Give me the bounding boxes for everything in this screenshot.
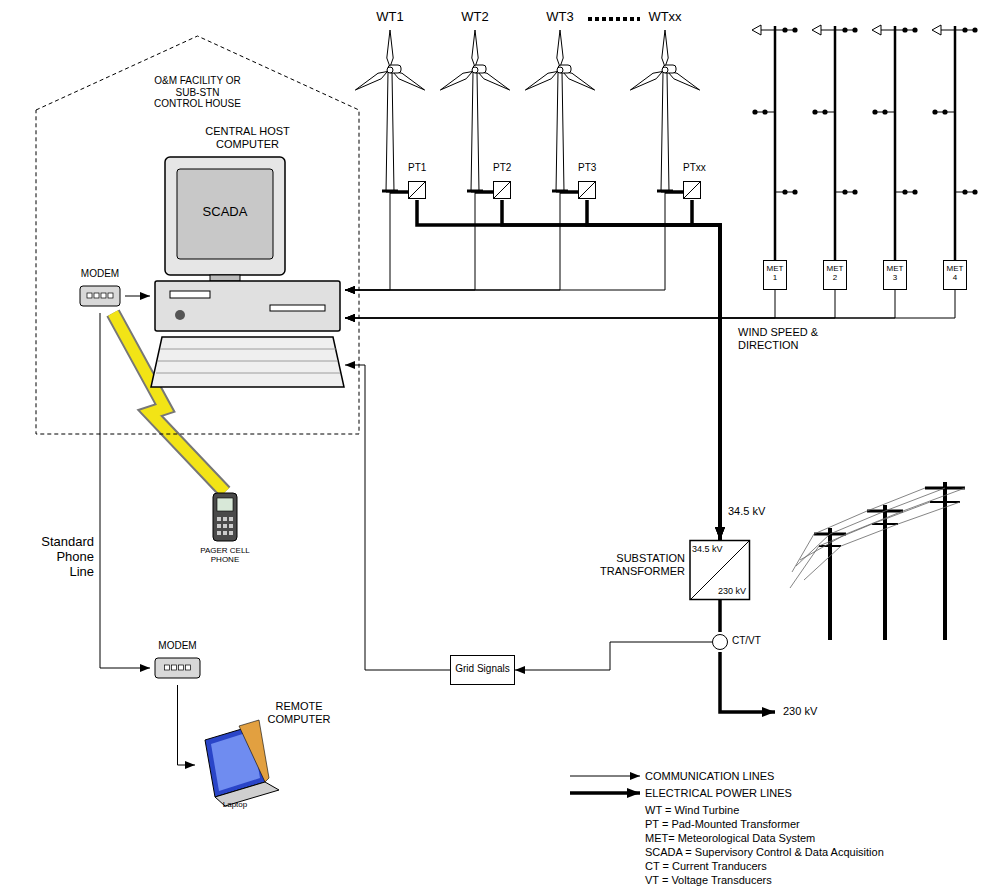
ct-circle [713,635,728,650]
node-label: O&M FACILITY OR SUB-STN CONTROL HOUSE [153,75,242,110]
pad-transformer: PT1 [408,162,438,200]
met-box-art [884,261,907,290]
node-label: WTxx [620,10,710,25]
legend-samples [570,776,640,793]
box-outline [451,656,515,685]
control-house: O&M FACILITY OR SUB-STN CONTROL HOUSE CEN… [35,35,360,435]
communication-line [515,642,712,670]
house-outline [36,36,359,434]
node-label: PT3 [578,162,608,174]
pad-transformer: PTxx [683,162,713,200]
node-label: PTxx [683,162,713,174]
communication-line [345,192,560,290]
host-computer: CENTRAL HOST COMPUTER SCADA [150,125,345,390]
transmission-poles [790,482,965,640]
modem-art [155,658,200,678]
node-label: Grid Signals [450,663,515,675]
transformer-box-art [690,540,750,600]
transformer-art [409,182,426,199]
transformer-art [684,182,701,199]
node-label: MET 2 [826,264,844,282]
grid-signals-box: Grid Signals [450,655,515,685]
communication-line [345,290,775,318]
node-label: WT2 [430,10,520,25]
annotation-label: 34.5 kV [728,505,788,518]
node-label: Laptop [215,800,255,809]
node-label: WT3 [515,10,605,25]
legend-label: WT = Wind Turbine [645,803,739,817]
met-station-box: MET 2 [823,260,847,290]
node-label: WT1 [345,10,435,25]
legend-label: PT = Pad-Mounted Transformer [645,817,800,831]
legend-label: SCADA = Supervisory Control & Data Acqui… [645,845,884,859]
met-box-art [944,261,967,290]
host-computer-shape [150,125,345,390]
legend-label: MET= Meteorological Data System [645,831,815,845]
pad-transformer: PT2 [493,162,523,200]
transformer-art [494,182,511,199]
node-label: CT/VT [732,635,772,647]
node-label: PT2 [493,162,523,174]
power-output-line [720,652,775,712]
communication-line [345,192,390,290]
power-line [718,600,722,632]
node-label: MODEM [150,640,205,652]
node-label: 34.5 kV [692,544,732,554]
communication-line [345,365,450,670]
legend-label: ELECTRICAL POWER LINES [645,786,792,800]
modem: MODEM [150,640,205,685]
power-line [692,200,720,540]
annotation-label: WIND SPEED & DIRECTION [738,326,848,351]
met-box-art [764,261,787,290]
modem-art [80,286,120,306]
edge-label: Standard Phone Line [34,535,94,580]
legend-label: VT = Voltage Transducers [645,873,772,887]
pager-phone: PAGER CELL PHONE [190,492,260,577]
pad-transformer: PT3 [578,162,608,200]
turbine-ellipsis [588,17,640,21]
computer-art [151,157,344,387]
node-label: SUBSTATION TRANSFORMER [590,552,685,577]
met-masts [752,25,978,260]
legend-label: CT = Current Tranducers [645,859,767,873]
communication-line [100,313,150,668]
power-line [502,200,720,540]
communication-line [345,290,835,318]
legend-label: COMMUNICATION LINES [645,769,774,783]
node-label: MET 3 [886,264,904,282]
node-label: SCADA [177,205,273,220]
remote-laptop: REMOTE COMPUTER Laptop [195,700,335,815]
communication-line [125,296,150,297]
pager-art [213,493,237,541]
substation-transformer: SUBSTATION TRANSFORMER 34.5 kV 230 kV [590,540,750,600]
power-line [417,200,720,540]
power-line [587,200,720,540]
communication-line [178,685,196,765]
node-label: PT1 [408,162,438,174]
node-label: 230 kV [718,586,750,596]
ct-vt-sensor: CT/VT [712,632,767,652]
pager-phone-shape [190,492,260,577]
modem: MODEM [75,268,125,313]
met-box-art [824,261,847,290]
node-label: MET 1 [766,264,784,282]
communication-line [345,192,665,290]
node-label: MET 4 [946,264,964,282]
laptop-art [205,720,279,806]
node-label: PAGER CELL PHONE [195,546,255,564]
node-label: CENTRAL HOST COMPUTER [195,125,300,150]
met-station-box: MET 1 [763,260,787,290]
communication-line [345,290,955,318]
node-label: MODEM [75,268,125,280]
communication-line [345,192,475,290]
met-station-box: MET 4 [943,260,967,290]
transformer-art [579,182,596,199]
met-station-box: MET 3 [883,260,907,290]
communication-line [345,290,895,318]
node-label: REMOTE COMPUTER [265,700,333,725]
annotation-label: 230 kV [783,705,843,718]
